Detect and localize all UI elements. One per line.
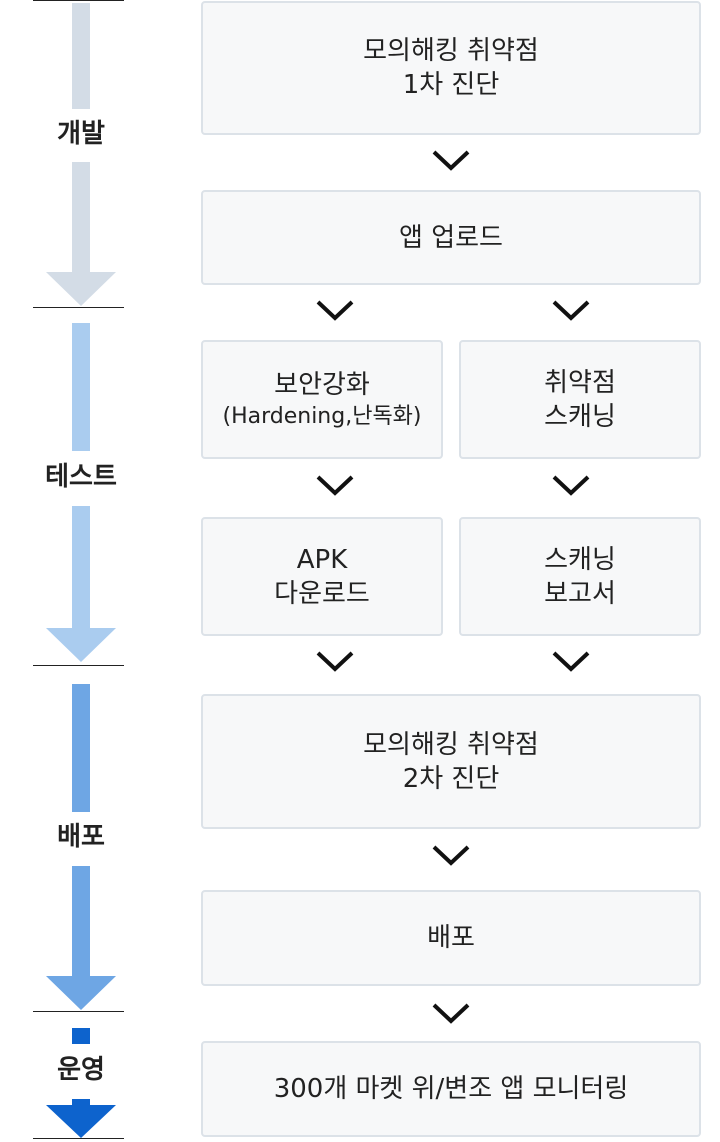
step-monitoring: 300개 마켓 위/변조 앱 모니터링 bbox=[201, 1041, 701, 1137]
chevron-down-icon bbox=[315, 473, 355, 497]
step-pentest-2-line2: 2차 진단 bbox=[402, 763, 500, 794]
step-scan-report: 스캐닝 보고서 bbox=[459, 517, 701, 636]
step-hardening-line1: 보안강화 bbox=[274, 369, 370, 400]
step-apk-download-line2: 다운로드 bbox=[274, 578, 370, 609]
stage-bottom-line bbox=[33, 1138, 124, 1139]
step-app-upload: 앱 업로드 bbox=[201, 190, 701, 285]
dev-arrow-upper bbox=[72, 3, 90, 109]
step-pentest-2-line1: 모의해킹 취약점 bbox=[363, 729, 539, 760]
step-vuln-scan-line1: 취약점 bbox=[544, 367, 616, 398]
chevron-down-icon bbox=[315, 649, 355, 673]
step-pentest-1-line1: 모의해킹 취약점 bbox=[363, 36, 539, 66]
deploy-arrow-lower bbox=[72, 866, 90, 978]
step-apk-download-line1: APK bbox=[296, 544, 348, 575]
step-monitoring-label: 300개 마켓 위/변조 앱 모니터링 bbox=[273, 1074, 629, 1104]
step-deploy-label: 배포 bbox=[427, 923, 475, 953]
step-scan-report-line1: 스캐닝 bbox=[544, 544, 616, 575]
stage-top-line bbox=[33, 0, 124, 1]
step-hardening: 보안강화 (Hardening,난독화) bbox=[201, 340, 443, 459]
test-arrow-head bbox=[46, 628, 116, 662]
deploy-arrow-upper bbox=[72, 684, 90, 812]
deploy-arrow-head bbox=[46, 976, 116, 1010]
stage-label-test: 테스트 bbox=[45, 462, 117, 492]
step-scan-report-line2: 보고서 bbox=[544, 578, 616, 609]
dev-arrow-head bbox=[46, 272, 116, 306]
ops-arrow-head bbox=[46, 1105, 116, 1138]
dev-arrow-lower bbox=[72, 162, 90, 274]
stage-divider-deploy-ops bbox=[33, 1011, 124, 1012]
step-apk-download: APK 다운로드 bbox=[201, 517, 443, 636]
chevron-down-icon bbox=[431, 1001, 471, 1025]
chevron-down-icon bbox=[431, 843, 471, 867]
step-vuln-scan: 취약점 스캐닝 bbox=[459, 340, 701, 459]
chevron-down-icon bbox=[431, 148, 471, 172]
chevron-down-icon bbox=[315, 298, 355, 322]
stage-label-ops: 운영 bbox=[57, 1055, 105, 1085]
stage-label-deploy: 배포 bbox=[57, 822, 105, 852]
step-deploy: 배포 bbox=[201, 890, 701, 986]
stage-divider-test-deploy bbox=[33, 665, 124, 666]
stage-label-dev: 개발 bbox=[57, 119, 105, 149]
step-pentest-1-line2: 1차 진단 bbox=[402, 70, 500, 100]
step-app-upload-label: 앱 업로드 bbox=[399, 222, 503, 253]
step-hardening-line2: (Hardening,난독화) bbox=[222, 403, 422, 429]
step-vuln-scan-line2: 스캐닝 bbox=[544, 401, 616, 432]
step-pentest-1: 모의해킹 취약점 1차 진단 bbox=[201, 1, 701, 135]
chevron-down-icon bbox=[551, 649, 591, 673]
chevron-down-icon bbox=[551, 473, 591, 497]
test-arrow-lower bbox=[72, 506, 90, 630]
test-arrow-upper bbox=[72, 323, 90, 451]
stage-divider-dev-test bbox=[33, 307, 124, 308]
ops-arrow-lower bbox=[72, 1099, 90, 1107]
step-pentest-2: 모의해킹 취약점 2차 진단 bbox=[201, 694, 701, 829]
ops-arrow-upper bbox=[72, 1028, 90, 1044]
chevron-down-icon bbox=[551, 298, 591, 322]
